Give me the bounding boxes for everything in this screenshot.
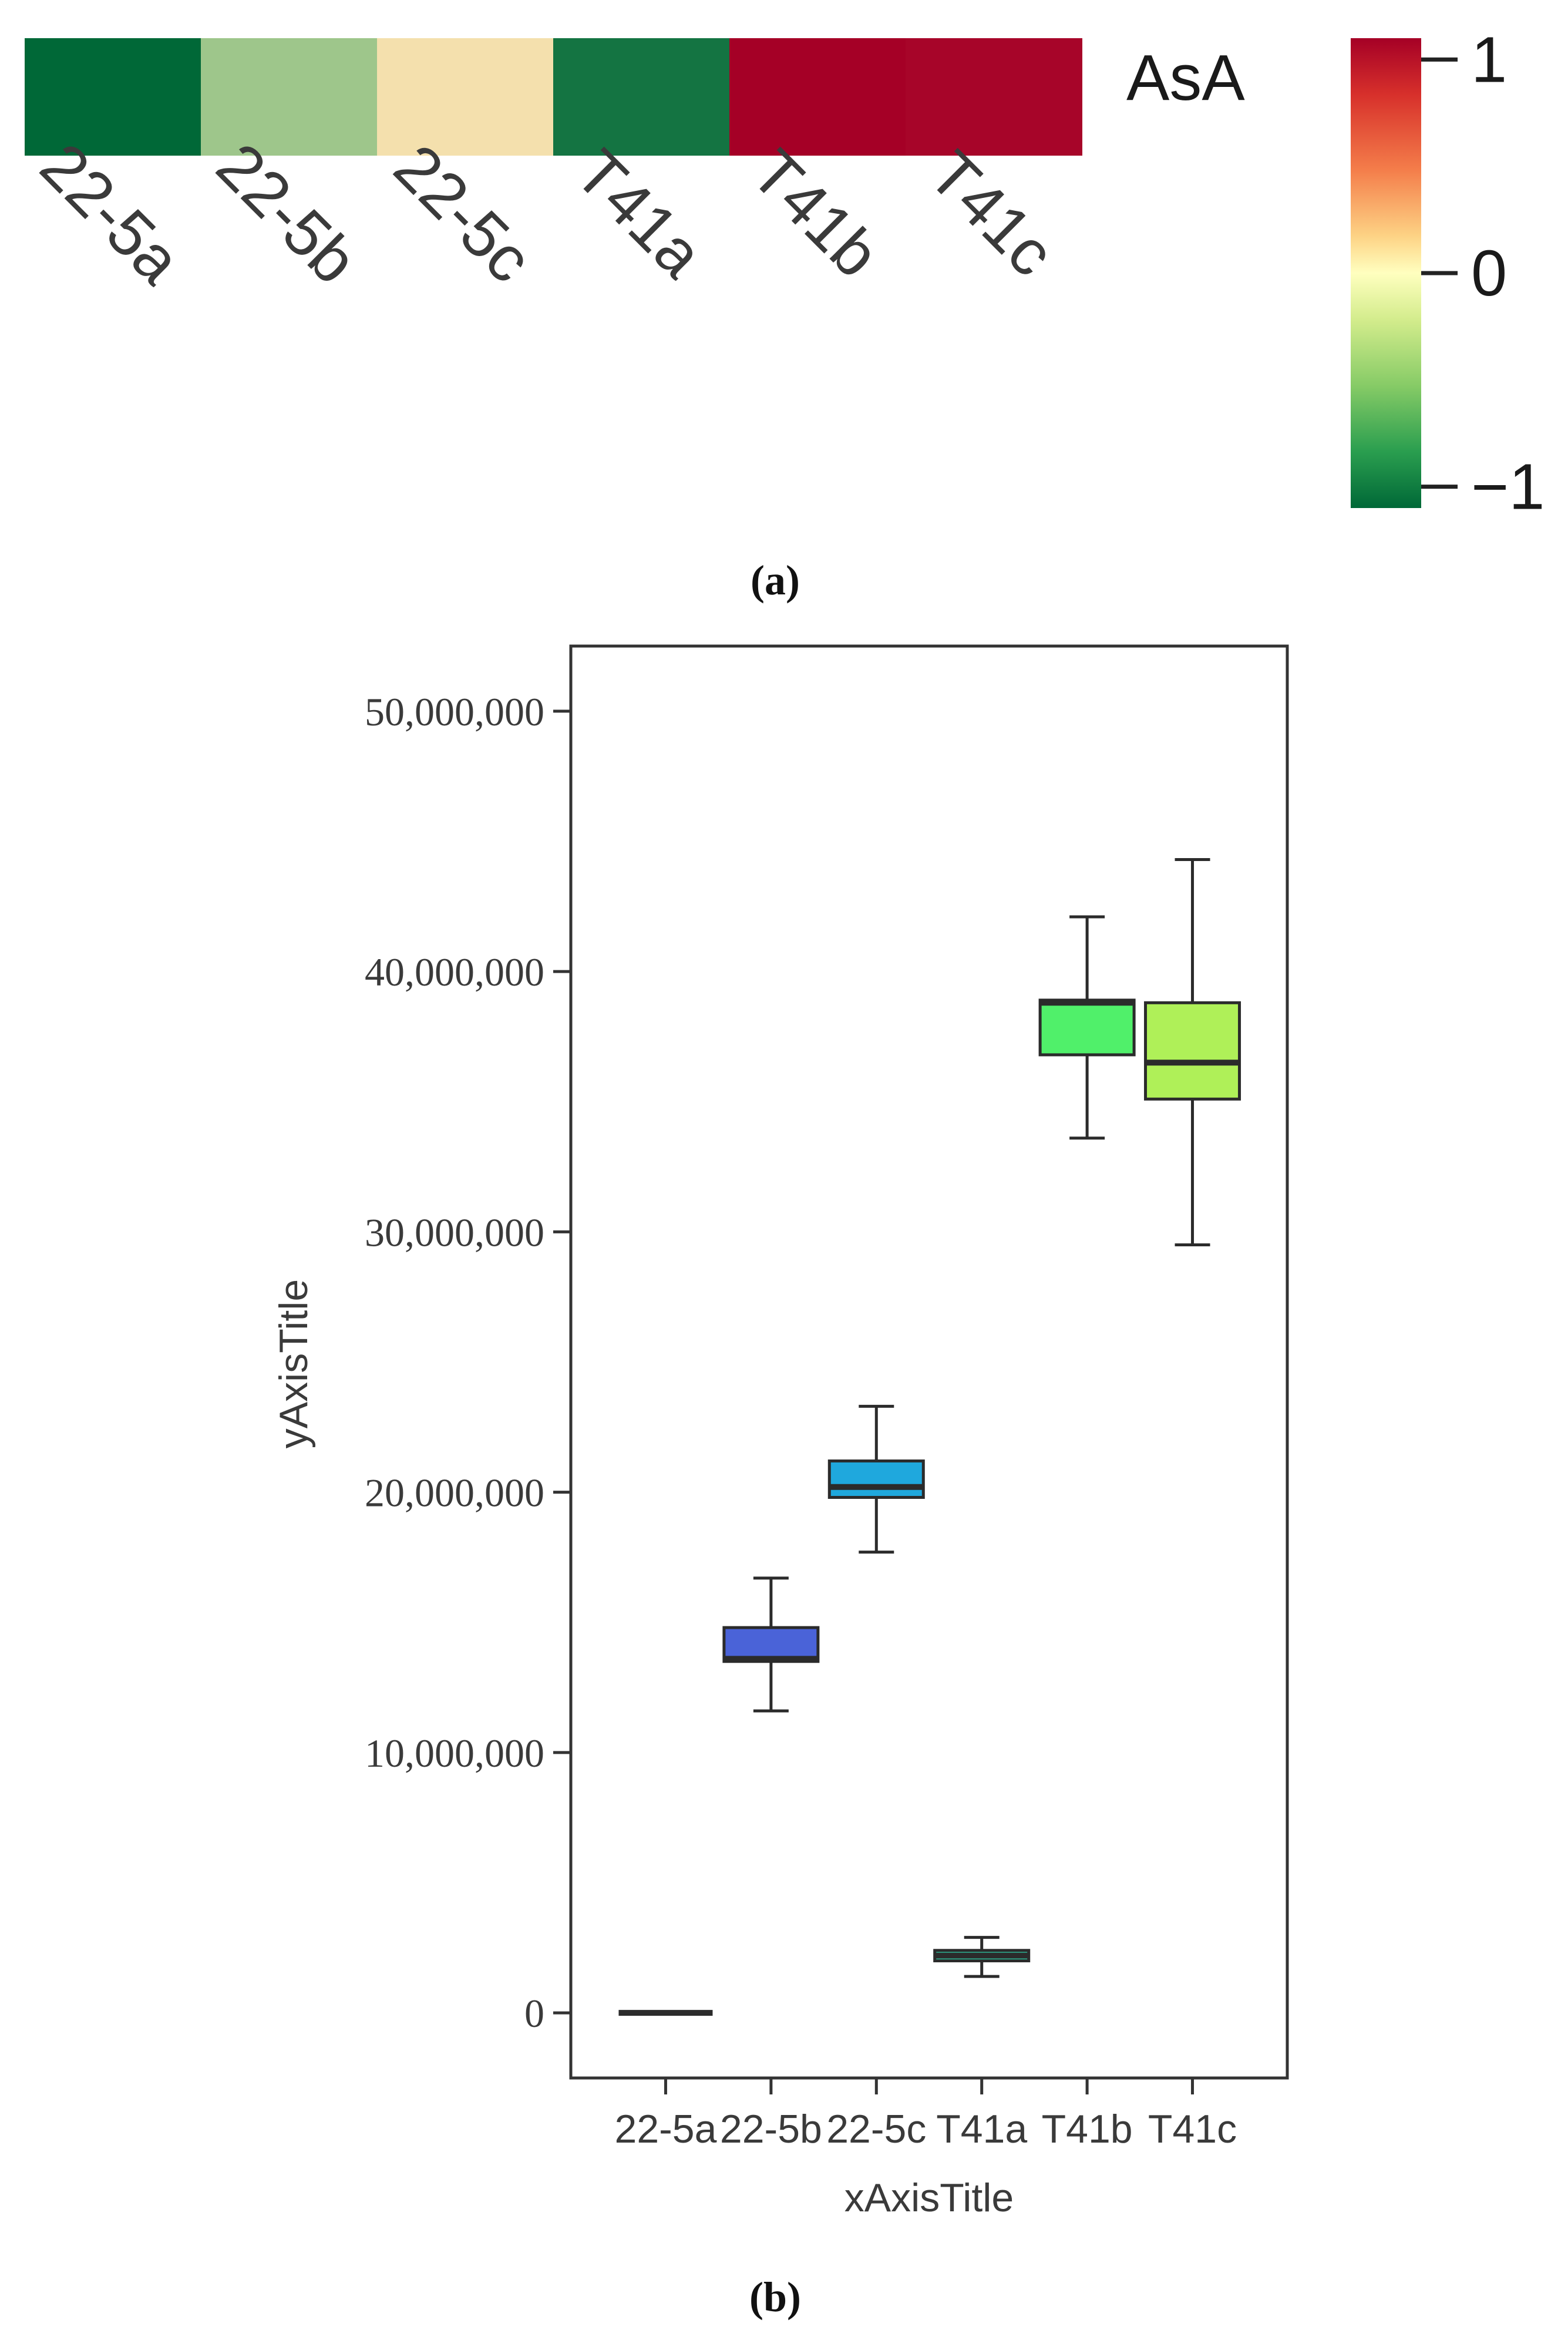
box-iqr [1038,998,1136,1057]
colorbar-ticks: 1 0 −1 [1421,23,1545,523]
box-T41c [1144,858,1241,1247]
heatmap-cell [25,38,201,156]
heatmap-column-label: T41c [916,137,1068,290]
plot-frame [569,644,1289,2080]
box-iqr [722,1626,820,1663]
y-tick-label: 40,000,000 [365,950,544,994]
heatmap-cell [201,38,378,156]
colorbar: 1 0 −1 [1351,23,1545,523]
box-iqr [1144,1001,1241,1101]
x-axis-title: xAxisTitle [844,2175,1014,2220]
box-22-5c [827,1404,925,1554]
x-tick-label: 22-5c [826,2107,926,2151]
panel-a-label: (a) [751,557,800,604]
box-T41a [933,1936,1031,1978]
box-iqr [827,1459,925,1499]
heatmap-cell [377,38,554,156]
x-tick-label: 22-5a [615,2107,717,2151]
colorbar-tick-label: −1 [1471,451,1545,523]
x-tick-label: 22-5b [720,2107,822,2151]
y-tick-label: 10,000,000 [365,1731,544,1776]
y-tick-label: 50,000,000 [365,690,544,734]
x-tick-label: T41a [936,2107,1027,2151]
y-tick-label: 20,000,000 [365,1471,544,1515]
box-T41b [1038,915,1136,1140]
colorbar-gradient [1351,38,1421,508]
y-tick-label: 30,000,000 [365,1210,544,1255]
x-tick-label: T41c [1148,2107,1237,2151]
x-tick-label: T41b [1042,2107,1133,2151]
heatmap-cell [729,38,906,156]
heatmap-cell [906,38,1082,156]
boxes [618,858,1241,2016]
panel-b-label: (b) [749,2274,801,2321]
y-axis: 0 10,000,000 20,000,000 30,000,000 40,000,00… [365,690,571,2036]
heatmap-cells [25,38,1082,156]
colorbar-tick-label: 1 [1471,23,1507,96]
heatmap-cell [553,38,730,156]
colorbar-tick-label: 0 [1471,237,1507,310]
heatmap-row-label: AsA [1126,42,1245,114]
y-axis-title: yAxisTitle [271,1279,316,1448]
y-tick-label: 0 [524,1991,544,2036]
heatmap-column-label: T41a [561,136,717,291]
boxplot-panel: 0 10,000,000 20,000,000 30,000,000 40,000,00… [271,644,1289,2321]
box-22-5b [722,1576,820,1713]
heatmap-column-label: T41b [738,136,893,291]
